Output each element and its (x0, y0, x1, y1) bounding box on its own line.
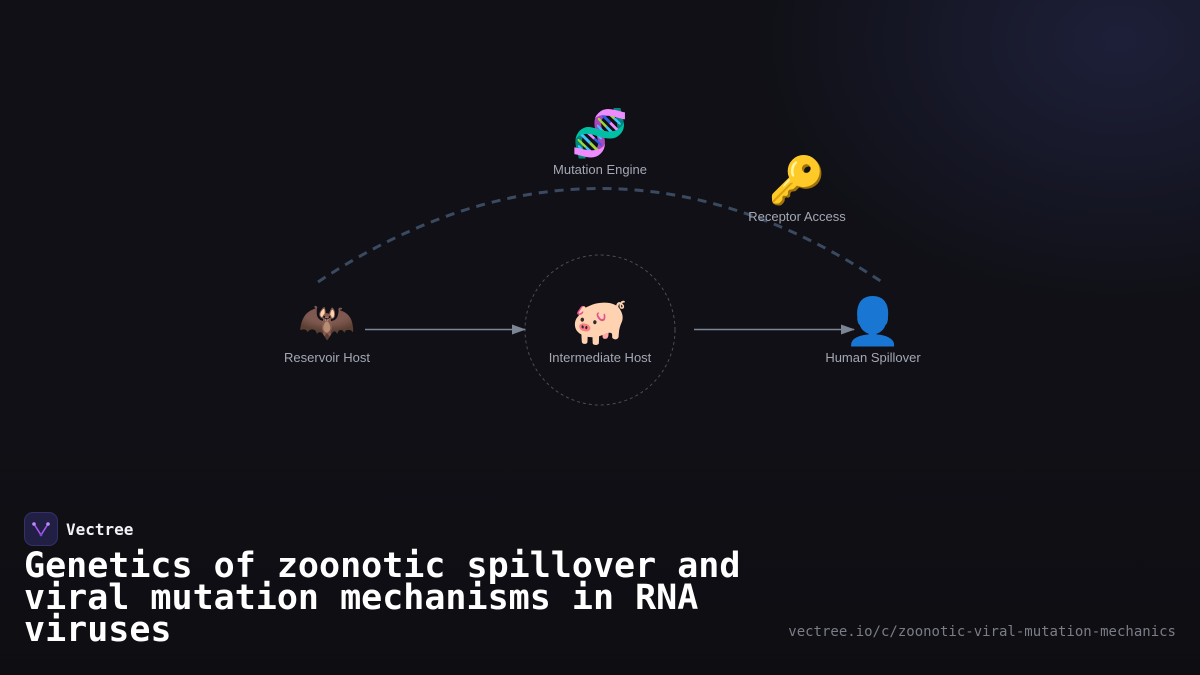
brand: Vectree (24, 512, 133, 546)
receptor-access-label: Receptor Access (748, 209, 846, 224)
intermediate-host-node: 🐖 Intermediate Host (510, 294, 690, 365)
dna-icon: 🧬 (571, 106, 629, 160)
brand-name: Vectree (66, 519, 134, 539)
page-url[interactable]: vectree.io/c/zoonotic-viral-mutation-mec… (788, 624, 1176, 640)
person-icon: 👤 (844, 294, 902, 348)
mutation-engine-node: 🧬 Mutation Engine (510, 106, 690, 177)
reservoir-host-label: Reservoir Host (284, 350, 370, 365)
human-spillover-node: 👤 Human Spillover (783, 294, 963, 365)
key-icon: 🔑 (768, 153, 826, 207)
mutation-engine-label: Mutation Engine (553, 162, 647, 177)
pig-icon: 🐖 (571, 294, 629, 348)
reservoir-host-node: 🦇 Reservoir Host (237, 294, 417, 365)
receptor-access-node: 🔑 Receptor Access (707, 153, 887, 224)
intermediate-host-label: Intermediate Host (548, 350, 652, 365)
page-title: Genetics of zoonotic spillover and viral… (24, 546, 741, 650)
vectree-logo-icon (24, 512, 58, 546)
human-spillover-label: Human Spillover (825, 350, 921, 365)
bat-icon: 🦇 (298, 294, 356, 348)
